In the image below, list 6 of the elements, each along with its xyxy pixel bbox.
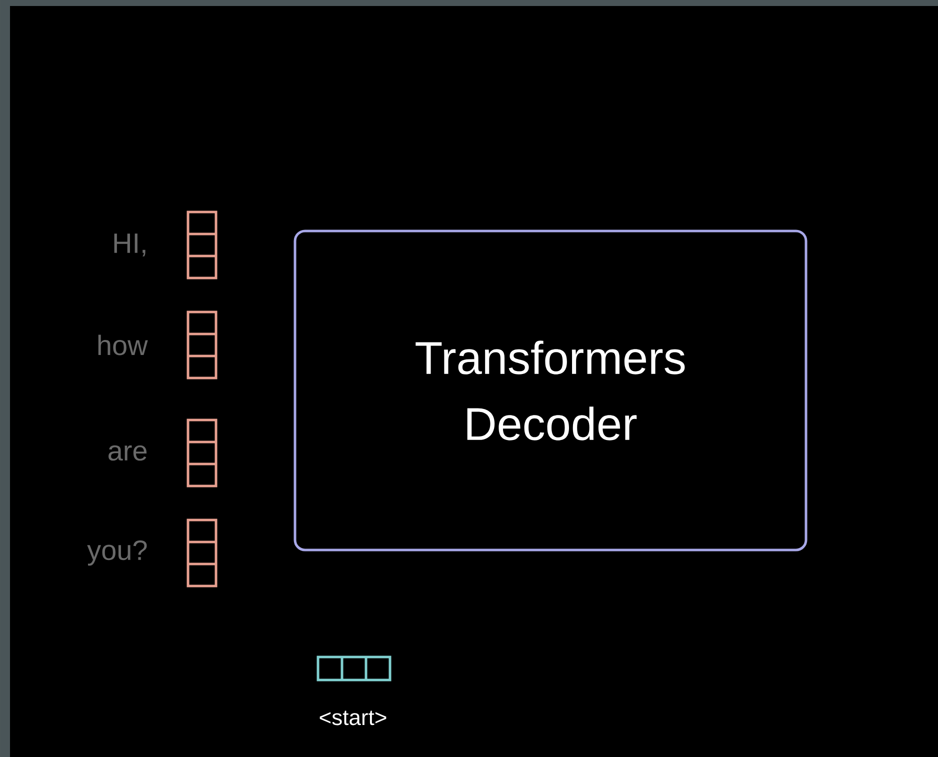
word-label: HI, <box>114 234 146 256</box>
token-label: <start> <box>320 710 386 726</box>
word-label: how <box>98 334 148 356</box>
decoder-box: Transformers Decoder <box>294 230 808 552</box>
word-label: are <box>108 445 147 461</box>
word-label: you? <box>87 540 147 566</box>
